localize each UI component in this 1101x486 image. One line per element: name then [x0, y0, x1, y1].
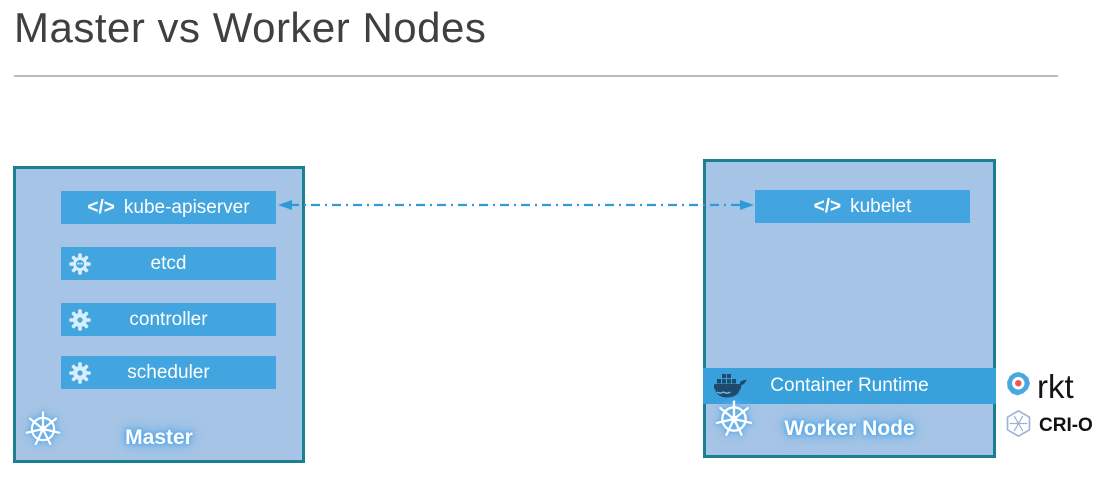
page-title: Master vs Worker Nodes — [14, 4, 487, 51]
apiserver-kubelet-arrow — [278, 200, 754, 210]
worker-node-label: Worker Node — [784, 417, 915, 440]
runtime-label: CRI-O — [1039, 415, 1093, 436]
runtime-rkt: rkt — [1005, 370, 1074, 403]
rkt-icon — [1005, 371, 1032, 403]
gear-icon — [68, 361, 92, 385]
runtime-cri-o: CRI-O — [1004, 409, 1093, 443]
gear-icon — [68, 308, 92, 332]
cri-o-icon — [1004, 409, 1033, 443]
component-label: etcd — [150, 252, 187, 274]
docker-whale-icon — [711, 371, 751, 401]
component-kubelet: </> kubelet — [755, 190, 970, 223]
master-node-label: Master — [125, 426, 193, 449]
component-label: kube-apiserver — [123, 196, 250, 218]
worker-node-box: </> kubelet — [703, 159, 996, 458]
component-controller: controller — [61, 303, 276, 336]
code-icon: </> — [813, 195, 842, 217]
etcd-gear-icon — [68, 252, 92, 276]
component-label: Container Runtime — [770, 375, 929, 396]
component-label: scheduler — [127, 361, 210, 383]
master-node-box: </> kube-apiserver etcd — [13, 166, 305, 463]
title-divider — [14, 75, 1058, 77]
component-label: controller — [129, 308, 208, 330]
runtime-label: rkt — [1037, 368, 1074, 405]
kubernetes-wheel-icon — [23, 409, 63, 454]
component-etcd: etcd — [61, 247, 276, 280]
component-label: kubelet — [850, 195, 912, 217]
code-icon: </> — [87, 196, 115, 218]
component-container-runtime: Container Runtime — [703, 368, 996, 404]
component-scheduler: scheduler — [61, 356, 276, 389]
kubernetes-wheel-icon — [713, 398, 755, 445]
component-kube-apiserver: </> kube-apiserver — [61, 191, 276, 224]
